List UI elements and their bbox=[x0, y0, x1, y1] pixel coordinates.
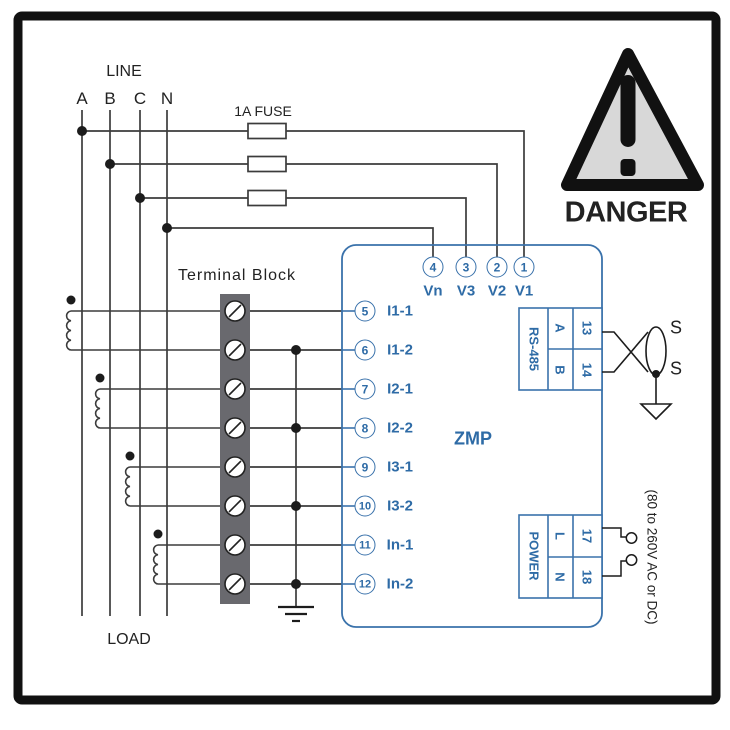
ground-bus bbox=[278, 345, 314, 623]
ground-icon bbox=[278, 605, 314, 623]
phase-label-c: C bbox=[133, 89, 147, 108]
fuse-symbol bbox=[247, 122, 287, 140]
zmp-meter-outline bbox=[341, 244, 603, 628]
twisted-pair-icon bbox=[602, 326, 673, 421]
voltage-feed-wires bbox=[82, 130, 525, 258]
ct-polarity-dots bbox=[66, 295, 163, 539]
cable-shield-icon bbox=[645, 326, 667, 376]
terminal-block-label: Terminal Block bbox=[177, 267, 297, 284]
shield-label-bottom: S bbox=[669, 358, 683, 379]
power-terminal-18: 18 bbox=[579, 569, 595, 585]
power-voltage-note: (80 to 260V AC or DC) bbox=[644, 489, 660, 625]
terminal-8: 8 bbox=[354, 417, 376, 439]
phase-label-b: B bbox=[104, 89, 116, 108]
junction-dots bbox=[77, 126, 172, 233]
terminal-7-label: I2-1 bbox=[387, 380, 413, 398]
current-transformer-coil bbox=[152, 544, 159, 585]
shield-label-top: S bbox=[669, 317, 683, 338]
terminal-1-label: V1 bbox=[514, 282, 534, 300]
left-terminal-stubs bbox=[342, 310, 356, 585]
fuse-symbol bbox=[247, 155, 287, 173]
phase-lines bbox=[81, 110, 168, 616]
rs485-title: RS-485 bbox=[526, 326, 542, 372]
load-label: LOAD bbox=[107, 631, 151, 648]
rs485-terminal-14: 14 bbox=[579, 362, 595, 378]
rs485-terminal-13: 13 bbox=[579, 320, 595, 336]
power-terminal-17: 17 bbox=[579, 528, 595, 544]
terminal-3-label: V3 bbox=[456, 282, 476, 300]
current-transformer-coil bbox=[124, 466, 131, 507]
phase-label-n: N bbox=[160, 89, 174, 108]
power-terminal-circle bbox=[625, 554, 638, 566]
terminal-10: 10 bbox=[354, 495, 376, 517]
line-label: LINE bbox=[106, 63, 142, 80]
terminal-8-label: I2-2 bbox=[387, 419, 413, 437]
terminal-3: 3 bbox=[455, 256, 477, 278]
terminal-6: 6 bbox=[354, 339, 376, 361]
fuse-symbol bbox=[247, 189, 287, 207]
rs485-block bbox=[518, 307, 603, 391]
rs485-pin-a: A bbox=[552, 323, 568, 333]
danger-label: DANGER bbox=[564, 196, 688, 229]
current-transformer-coil bbox=[65, 310, 72, 351]
power-pin-n: N bbox=[552, 572, 568, 582]
current-transformer-coil bbox=[94, 388, 101, 429]
terminal-2: 2 bbox=[486, 256, 508, 278]
terminal-4: 4 bbox=[422, 256, 444, 278]
power-pin-l: L bbox=[552, 532, 568, 540]
power-supply-leads bbox=[602, 527, 638, 577]
terminal-4-label: Vn bbox=[423, 282, 443, 300]
terminal-1: 1 bbox=[513, 256, 535, 278]
terminal-12-label: In-2 bbox=[386, 575, 414, 593]
terminal-5: 5 bbox=[354, 300, 376, 322]
fuse-label: 1A FUSE bbox=[234, 103, 292, 119]
terminal-7: 7 bbox=[354, 378, 376, 400]
terminal-9-label: I3-1 bbox=[387, 458, 413, 476]
zmp-name: ZMP bbox=[454, 428, 492, 449]
terminal-6-label: I1-2 bbox=[387, 341, 413, 359]
diagram-border bbox=[13, 11, 721, 705]
ground-icon bbox=[639, 403, 673, 421]
phase-label-a: A bbox=[76, 89, 88, 108]
terminal-12: 12 bbox=[354, 573, 376, 595]
rs485-pin-b: B bbox=[552, 365, 568, 375]
terminal-2-label: V2 bbox=[487, 282, 507, 300]
power-terminal-circle bbox=[625, 532, 638, 544]
power-title: POWER bbox=[526, 531, 542, 581]
current-transformer-coils bbox=[65, 310, 220, 585]
terminal-11: 11 bbox=[354, 534, 376, 556]
terminal-10-label: I3-2 bbox=[387, 497, 413, 515]
terminal-5-label: I1-1 bbox=[387, 302, 413, 320]
terminal-11-label: In-1 bbox=[386, 536, 414, 554]
terminal-screws bbox=[224, 300, 246, 595]
danger-warning-icon bbox=[561, 48, 704, 191]
power-block bbox=[518, 514, 603, 599]
fuse-symbols bbox=[247, 122, 287, 207]
terminal-9: 9 bbox=[354, 456, 376, 478]
